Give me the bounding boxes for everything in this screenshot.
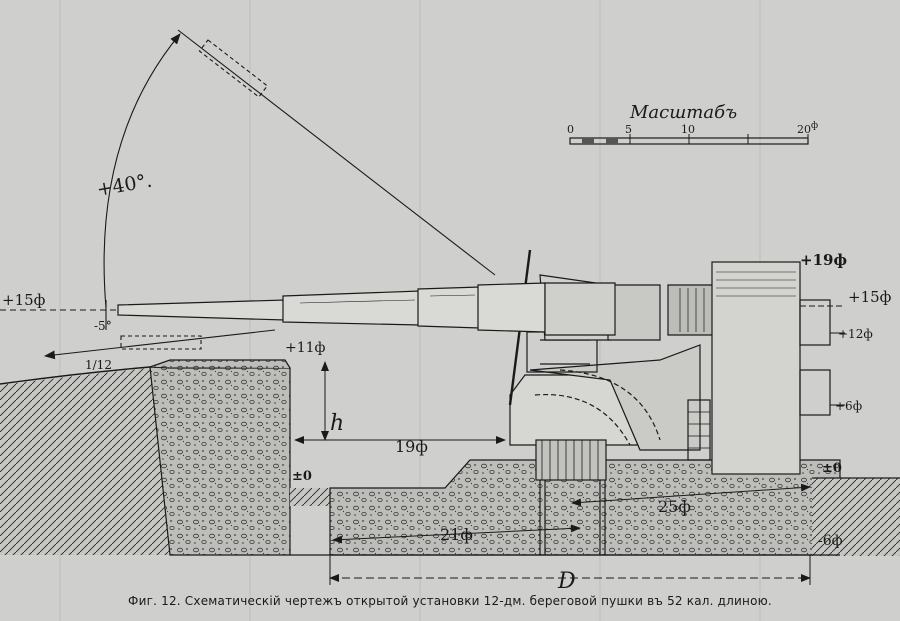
level-top-plus-19: +19ф <box>800 251 847 269</box>
gun-mount <box>508 249 831 555</box>
scale-bar-title: Масштабъ <box>629 102 737 123</box>
scale-tick-5: 5 <box>625 123 632 136</box>
elevation-down-angle: -5° <box>94 319 112 333</box>
level-zero-left: ±0 <box>292 469 312 484</box>
slope-label: 1/12 <box>85 358 112 372</box>
scale-bar: Масштабъ 0 5 10 20 ф <box>567 102 818 145</box>
elevation-up-angle: +40°. <box>95 170 154 201</box>
level-left-plus-15: +15ф <box>2 291 46 309</box>
dimension-19: 19ф <box>395 437 428 456</box>
dimension-25: 25ф <box>658 497 691 516</box>
scale-tick-10: 10 <box>681 123 695 136</box>
elevation-geometry <box>0 29 496 360</box>
level-right-plus-12: +12ф <box>838 327 873 341</box>
dimension-h: h <box>330 411 344 436</box>
level-zero-right: ±0 <box>822 461 842 476</box>
level-right-plus-15: +15ф <box>848 288 892 306</box>
scale-tick-0: 0 <box>567 123 574 136</box>
figure-caption: Фиг. 12. Схематическій чертежъ открытой … <box>128 594 772 608</box>
parapet <box>0 359 291 556</box>
dimension-D: D <box>557 569 576 594</box>
level-parapet-plus-11: +11ф <box>285 340 326 356</box>
level-lines <box>800 305 845 406</box>
gun-barrel <box>117 282 616 336</box>
level-minus-6: -6ф <box>818 533 843 549</box>
dimension-21: 21ф <box>440 525 473 544</box>
scale-tick-20: 20 <box>797 123 811 136</box>
scale-unit-mark: ф <box>811 121 818 131</box>
dimension-lines <box>294 361 811 585</box>
level-right-plus-6: +6ф <box>835 399 862 413</box>
